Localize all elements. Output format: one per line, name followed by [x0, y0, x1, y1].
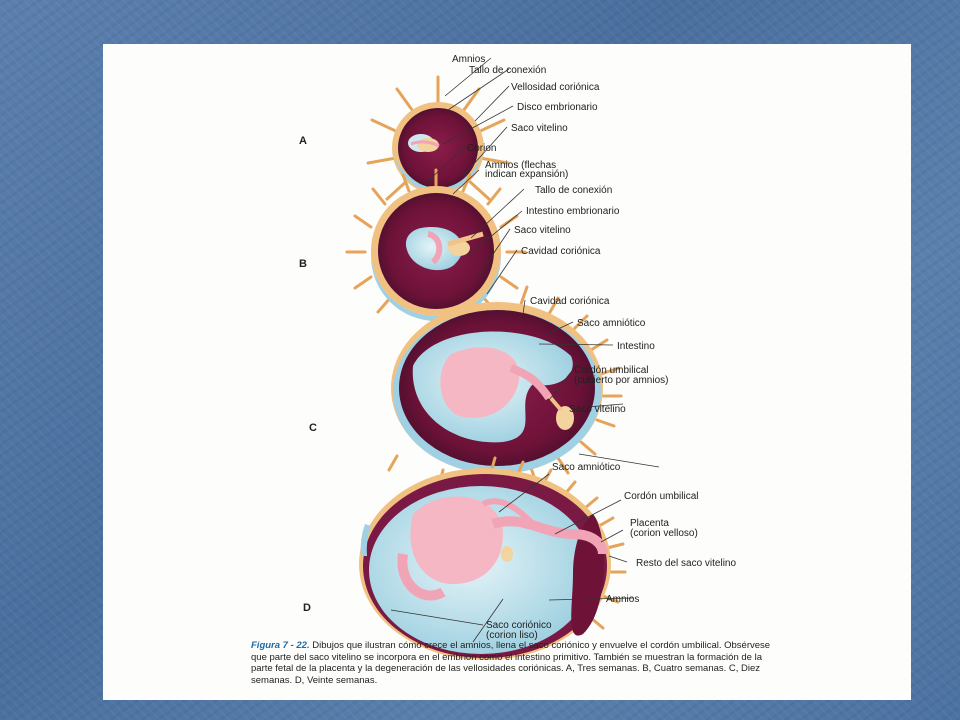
label-saco-vitelino-b: Saco vitelino — [514, 225, 571, 236]
label-intestino-embrionario: Intestino embrionario — [526, 206, 620, 217]
panel-c-drawing — [387, 285, 623, 492]
label-amnios-b: Amnios (flechas — [485, 160, 556, 171]
label-cordon-umbilical-c: Cordón umbilical — [574, 365, 648, 376]
label-amnios-a: Amnios — [452, 54, 485, 65]
panel-d-drawing — [359, 456, 627, 660]
label-saco-vitelino-a: Saco vitelino — [511, 123, 568, 134]
label-intestino: Intestino — [617, 341, 655, 352]
label-tallo-conexion-a: Tallo de conexión — [469, 65, 546, 76]
caption-text: Dibujos que ilustran cómo crece el amnio… — [251, 640, 771, 686]
figure-page: A B C D Amnios Tallo de conexión Vellosi… — [103, 44, 911, 700]
label-cordon-umbilical-c-note: (cubierto por amnios) — [574, 375, 668, 386]
panel-d-letter: D — [303, 602, 311, 614]
label-amnios-d: Amnios — [606, 594, 639, 605]
panel-a-drawing — [366, 75, 510, 218]
label-tallo-conexion-b: Tallo de conexión — [535, 185, 612, 196]
embryo-illustration: A B C D Amnios Tallo de conexión Vellosi… — [299, 54, 736, 660]
panel-b-letter: B — [299, 258, 307, 270]
panel-c-letter: C — [309, 422, 317, 434]
figure-number: Figura 7 - 22. — [251, 640, 310, 651]
label-cavidad-corionica-b: Cavidad coriónica — [521, 246, 601, 257]
label-corion: Corion — [467, 143, 496, 154]
label-disco-embrionario: Disco embrionario — [517, 102, 598, 113]
label-saco-corionico-note: (corion liso) — [486, 630, 538, 641]
label-cavidad-corionica-c: Cavidad coriónica — [530, 296, 610, 307]
label-amnios-b-note: indican expansión) — [485, 169, 568, 180]
label-resto-saco-vitelino: Resto del saco vitelino — [636, 558, 736, 569]
label-placenta-note: (corion velloso) — [630, 528, 698, 539]
label-saco-corionico: Saco coriónico — [486, 620, 552, 631]
label-saco-vitelino-c: Saco vitelino — [569, 404, 626, 415]
label-vellosidad-corionica: Vellosidad coriónica — [511, 82, 600, 93]
leader-lines — [390, 57, 660, 643]
panel-b-drawing — [345, 168, 527, 332]
panel-a-letter: A — [299, 135, 307, 147]
label-cordon-umbilical-d: Cordón umbilical — [624, 491, 698, 502]
label-placenta: Placenta — [630, 518, 669, 529]
label-saco-amniotico-c: Saco amniótico — [577, 318, 646, 329]
label-saco-amniotico-d: Saco amniótico — [552, 462, 621, 473]
figure-caption: Figura 7 - 22. Dibujos que ilustran cómo… — [251, 640, 771, 686]
